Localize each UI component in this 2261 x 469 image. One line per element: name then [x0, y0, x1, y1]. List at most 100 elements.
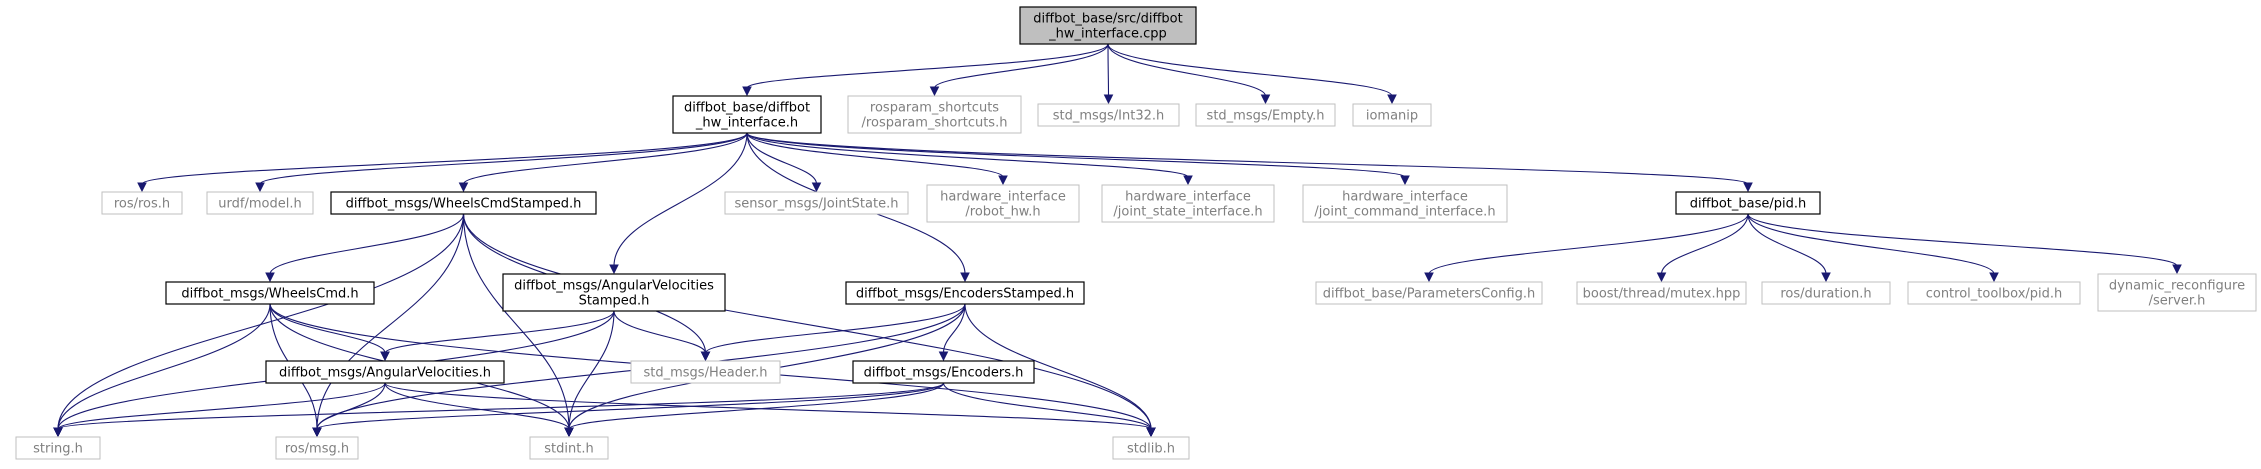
node-label: /server.h — [2149, 294, 2206, 309]
edge-hwif-to-jsi — [746, 132, 1193, 186]
node-box — [101, 191, 183, 215]
node-box — [265, 360, 505, 384]
node-enc[interactable]: diffbot_msgs/Encoders.h — [852, 360, 1035, 384]
node-label: std_msgs/Header.h — [644, 366, 768, 381]
node-header: std_msgs/Header.h — [630, 360, 781, 384]
node-label: string.h — [33, 442, 83, 457]
node-hwif[interactable]: diffbot_base/diffbot_hw_interface.h — [672, 95, 822, 134]
node-label: diffbot_msgs/AngularVelocities.h — [279, 366, 491, 381]
arrowhead — [811, 182, 822, 193]
edge-line — [1747, 213, 1827, 275]
edge-line — [384, 382, 1152, 430]
node-box — [630, 360, 781, 384]
edge-line — [1660, 213, 1749, 275]
arrowhead — [1989, 272, 1999, 283]
node-root[interactable]: diffbot_base/src/diffbot_hw_interface.cp… — [1019, 6, 1197, 45]
node-label: diffbot_base/pid.h — [1690, 197, 1806, 212]
node-joint: sensor_msgs/JointState.h — [724, 191, 909, 215]
edge-line — [1747, 213, 1995, 275]
arrowhead — [312, 427, 322, 438]
edge-line — [462, 213, 1152, 430]
node-label: _hw_interface.h — [695, 116, 798, 131]
edge-hwif-to-avs — [609, 132, 748, 275]
arrowhead — [1103, 94, 1114, 105]
node-box — [502, 273, 726, 312]
edge-wcs-to-rosmsg — [312, 213, 465, 438]
edge-line — [704, 303, 966, 354]
arrowhead — [53, 427, 63, 438]
arrowhead — [1424, 272, 1434, 283]
node-empty: std_msgs/Empty.h — [1195, 103, 1336, 127]
node-av[interactable]: diffbot_msgs/AngularVelocities.h — [265, 360, 505, 384]
node-box — [1675, 191, 1821, 215]
edge-line — [746, 132, 1406, 178]
node-iomanip: iomanip — [1352, 103, 1432, 127]
node-pid[interactable]: diffbot_base/pid.h — [1675, 191, 1821, 215]
arrowhead — [1821, 272, 1831, 283]
node-label: boost/thread/mutex.hpp — [1583, 287, 1741, 302]
arrowhead — [265, 272, 275, 283]
node-layer: diffbot_base/src/diffbot_hw_interface.cp… — [15, 6, 2257, 460]
node-rosparam: rosparam_shortcuts/rosparam_shortcuts.h — [847, 95, 1022, 134]
node-robothw: hardware_interface/robot_hw.h — [926, 184, 1080, 223]
edge-line — [613, 132, 748, 267]
edge-encs-to-enc — [938, 303, 966, 362]
node-label: hardware_interface — [1125, 190, 1251, 205]
node-box — [275, 436, 359, 460]
arrowhead — [998, 175, 1008, 186]
node-box — [1761, 281, 1891, 305]
edge-line — [1747, 213, 2178, 267]
node-jci: hardware_interface/joint_command_interfa… — [1302, 184, 1508, 223]
edge-hwif-to-pid — [746, 132, 1753, 193]
edge-line — [1428, 213, 1749, 275]
arrowhead — [929, 86, 940, 97]
node-wc[interactable]: diffbot_msgs/WheelsCmd.h — [165, 281, 375, 305]
edge-line — [746, 132, 818, 185]
node-label: _hw_interface.cpp — [1048, 27, 1167, 42]
node-box — [1195, 103, 1336, 127]
edge-wcs-to-string — [53, 213, 465, 438]
node-stdint: stdint.h — [529, 436, 609, 460]
edge-root-to-iomanip — [1107, 43, 1397, 105]
node-label: diffbot_base/src/diffbot — [1033, 12, 1182, 27]
node-label: /joint_command_interface.h — [1314, 205, 1495, 220]
node-box — [724, 191, 909, 215]
edge-line — [259, 132, 748, 185]
arrowhead — [1743, 182, 1753, 193]
arrowhead — [458, 182, 469, 193]
node-label: stdint.h — [544, 442, 593, 457]
node-duration: ros/duration.h — [1761, 281, 1891, 305]
node-box — [847, 95, 1022, 134]
node-encs[interactable]: diffbot_msgs/EncodersStamped.h — [845, 281, 1085, 305]
node-box — [2097, 273, 2257, 312]
edge-wc-to-string — [53, 303, 271, 438]
edge-line — [1107, 43, 1110, 97]
edge-line — [462, 213, 570, 430]
edge-line — [384, 382, 570, 430]
node-label: Stamped.h — [579, 294, 650, 309]
arrowhead — [1146, 427, 1156, 438]
edge-line — [942, 303, 966, 354]
node-stdlib: stdlib.h — [1112, 436, 1190, 460]
edge-wcs-to-stdint — [462, 213, 574, 438]
node-box — [1112, 436, 1190, 460]
arrowhead — [1656, 272, 1667, 283]
node-label: diffbot_msgs/WheelsCmd.h — [181, 287, 358, 302]
edge-line — [1107, 43, 1393, 97]
edge-wcs-to-wc — [265, 213, 465, 283]
edge-line — [316, 213, 465, 430]
arrowhead — [2172, 264, 2182, 275]
edge-line — [57, 382, 945, 430]
node-label: dynamic_reconfigure — [2109, 279, 2245, 294]
node-box — [1576, 281, 1747, 305]
edge-line — [269, 213, 465, 275]
edge-line — [746, 132, 1749, 185]
edge-line — [462, 132, 748, 185]
node-mutex: boost/thread/mutex.hpp — [1576, 281, 1747, 305]
arrowhead — [380, 351, 390, 362]
node-rosh: ros/ros.h — [101, 191, 183, 215]
edge-layer — [53, 43, 2182, 438]
node-wcs[interactable]: diffbot_msgs/WheelsCmdStamped.h — [330, 191, 597, 215]
